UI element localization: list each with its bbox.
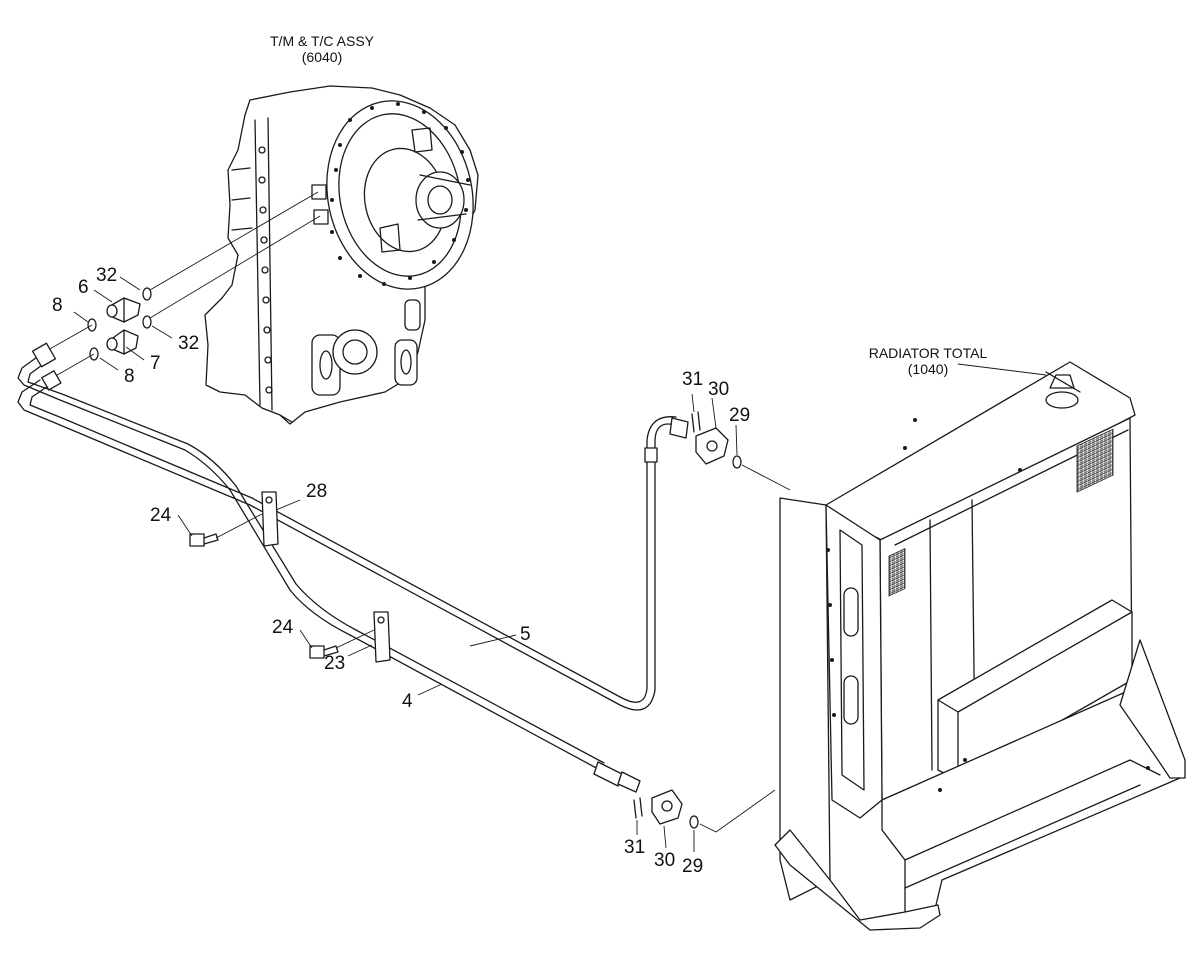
flange-30-upper xyxy=(695,427,729,465)
o-ring-29-lower xyxy=(689,815,699,829)
hose-4 xyxy=(17,342,641,793)
o-ring-29-upper xyxy=(732,455,742,469)
clamp-23 xyxy=(373,611,391,663)
radiator-code: (1040) xyxy=(907,361,949,378)
bolt-24-lower xyxy=(309,645,339,659)
transmission-assembly xyxy=(204,85,479,425)
callout-29-upper: 29 xyxy=(729,405,751,426)
bolt-24-upper xyxy=(189,533,219,547)
callout-5: 5 xyxy=(520,624,531,645)
callout-8-lower: 8 xyxy=(124,366,135,387)
screw-31-lower xyxy=(633,797,643,819)
callout-24-lower: 24 xyxy=(272,617,294,638)
callout-32-lower: 32 xyxy=(178,333,200,354)
o-ring-32-upper xyxy=(142,287,152,301)
clamp-28 xyxy=(261,491,279,547)
transmission-code: (6040) xyxy=(301,49,343,66)
callout-32-upper: 32 xyxy=(96,265,118,286)
radiator-assembly xyxy=(774,361,1186,931)
adapter-6 xyxy=(106,297,141,323)
callout-8-upper: 8 xyxy=(52,295,63,316)
radiator-title: RADIATOR TOTAL (1040) xyxy=(848,345,1008,377)
callout-4: 4 xyxy=(402,691,413,712)
callout-31-upper: 31 xyxy=(682,369,704,390)
o-ring-32-lower xyxy=(142,315,152,329)
adapter-7 xyxy=(106,329,139,355)
callout-7: 7 xyxy=(150,353,161,374)
callout-28: 28 xyxy=(306,481,328,502)
callout-30-upper: 30 xyxy=(708,379,730,400)
callout-23: 23 xyxy=(324,653,346,674)
radiator-name: RADIATOR TOTAL xyxy=(868,345,988,361)
callout-30-lower: 30 xyxy=(654,850,676,871)
hose-5 xyxy=(17,370,689,711)
flange-30-lower xyxy=(651,789,683,825)
callout-29-lower: 29 xyxy=(682,856,704,877)
callout-24-upper: 24 xyxy=(150,505,172,526)
screw-31-upper xyxy=(691,411,701,433)
callout-6: 6 xyxy=(78,277,89,298)
transmission-title: T/M & T/C ASSY (6040) xyxy=(252,33,392,65)
transmission-name: T/M & T/C ASSY xyxy=(270,33,374,49)
callout-31-lower: 31 xyxy=(624,837,646,858)
